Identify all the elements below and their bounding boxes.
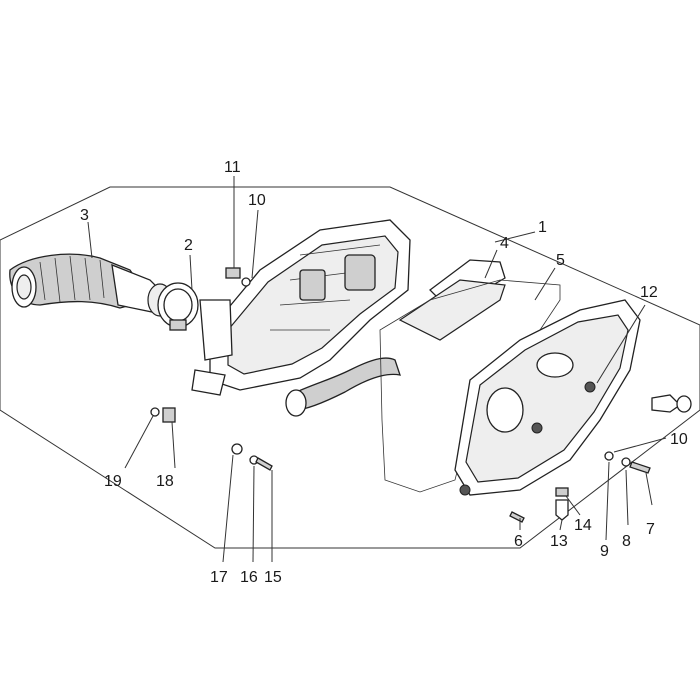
callout-8: 8 <box>622 533 631 550</box>
callout-16: 16 <box>240 569 258 586</box>
callout-9: 9 <box>600 543 609 560</box>
part-8-washer <box>621 457 631 467</box>
callout-14: 14 <box>574 517 592 534</box>
callout-17: 17 <box>210 569 228 586</box>
part-17-spacer <box>231 443 243 455</box>
callout-19: 19 <box>104 473 122 490</box>
callout-10b: 10 <box>670 431 688 448</box>
part-14-clip <box>555 487 569 497</box>
callout-10a: 10 <box>248 192 266 209</box>
part-11-clip <box>225 267 241 279</box>
assembly-frame <box>0 186 700 549</box>
filter-element-part <box>398 259 506 341</box>
part-13-drain <box>555 499 569 521</box>
callout-2: 2 <box>184 237 193 254</box>
leader-lines <box>87 176 667 563</box>
callout-3: 3 <box>80 207 89 224</box>
filter-housing-part <box>191 219 411 396</box>
callout-6: 6 <box>514 533 523 550</box>
callout-1: 1 <box>538 219 547 236</box>
callout-12: 12 <box>640 284 658 301</box>
part-19-nut <box>150 407 160 417</box>
callout-13: 13 <box>550 533 568 550</box>
filter-cover-part <box>454 299 641 496</box>
part-18-grommet <box>162 407 176 423</box>
callout-7: 7 <box>646 521 655 538</box>
callout-4: 4 <box>500 235 509 252</box>
part-9-washer <box>604 451 614 461</box>
hose-clamp-part <box>157 282 199 331</box>
callout-15: 15 <box>264 569 282 586</box>
callout-11: 11 <box>224 159 241 176</box>
part-15-screw <box>255 457 273 471</box>
part-6-screw <box>509 511 525 523</box>
breather-tube-part <box>285 357 401 417</box>
part-7-screw <box>629 461 651 474</box>
callout-5: 5 <box>556 252 565 269</box>
part-10-washer <box>241 277 251 287</box>
callout-18: 18 <box>156 473 174 490</box>
hardware-parts <box>150 267 692 523</box>
intake-hose-part <box>9 253 173 317</box>
part-12-fitting <box>651 394 682 413</box>
